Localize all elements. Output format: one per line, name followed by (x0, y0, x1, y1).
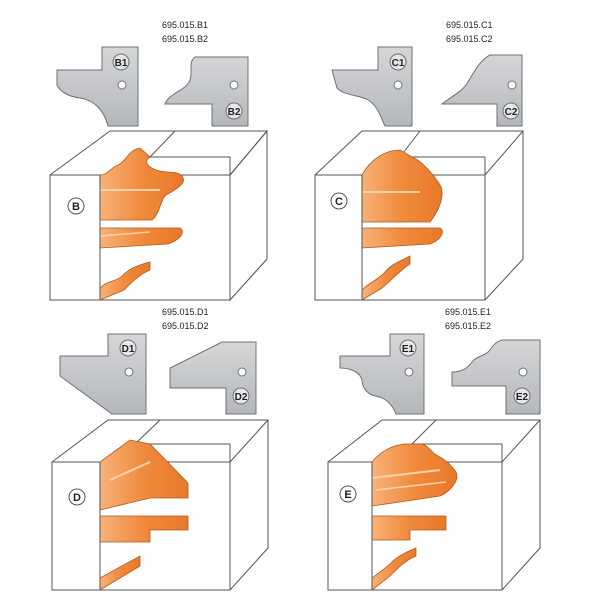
code-e1: 695.015.E1 (445, 307, 491, 317)
panel-e: 695.015.E1 695.015.E2 E1 E2 (327, 307, 541, 591)
badge-e2-label: E2 (516, 392, 529, 403)
mount-hole-icon (507, 80, 517, 90)
badge-b2 (225, 102, 243, 120)
cut-profile-upper (361, 149, 443, 223)
block-d: D (51, 419, 269, 591)
cut-profile-middle (361, 227, 443, 249)
knife-c2-shape (440, 54, 523, 127)
badge-c1 (389, 53, 407, 71)
cut-profile-lower (361, 255, 411, 301)
knife-d1: D1 (59, 333, 147, 415)
code-b1: 695.015.B1 (162, 20, 208, 30)
code-d1: 695.015.D1 (162, 307, 209, 317)
panel-d: 695.015.D1 695.015.D2 D1 D2 (51, 307, 269, 591)
badge-e2 (513, 387, 531, 405)
mount-hole-icon (229, 80, 239, 90)
mount-hole-icon (117, 80, 127, 90)
code-b2: 695.015.B2 (162, 34, 208, 44)
badge-d1-label: D1 (122, 344, 135, 355)
knife-e2: E2 (451, 339, 541, 415)
code-c2: 695.015.C2 (446, 34, 493, 44)
knife-d2: D2 (169, 341, 257, 415)
block-c: C (314, 130, 524, 301)
badge-b1-label: B1 (115, 58, 128, 69)
code-e2: 695.015.E2 (445, 321, 491, 331)
badge-e1 (399, 339, 417, 357)
badge-b2-label: B2 (228, 107, 241, 118)
profile-letter-c: C (335, 196, 343, 208)
profile-letter-d: D (73, 492, 81, 504)
profile-letter-badge-c (330, 192, 348, 210)
block-b: B (49, 129, 268, 302)
badge-d2 (232, 387, 250, 405)
knife-b2: B2 (164, 56, 249, 127)
cut-profile-lower (371, 547, 417, 591)
knife-c2: C2 (440, 54, 523, 127)
profile-letter-badge-e (339, 485, 357, 503)
badge-d2-label: D2 (235, 392, 248, 403)
badge-d1 (119, 339, 137, 357)
panel-b: 695.015.B1 695.015.B2 B1 B2 (49, 20, 268, 302)
cut-profile-middle (99, 227, 183, 249)
cut-profile-upper (99, 147, 184, 221)
profile-letter-e: E (344, 489, 351, 501)
profile-letter-badge-d (68, 488, 86, 506)
mount-hole-icon (237, 367, 247, 377)
badge-b1 (112, 53, 130, 71)
profile-letter-b: B (72, 201, 80, 213)
mount-hole-icon (393, 80, 403, 90)
cut-profile-upper (99, 439, 189, 511)
mount-hole-icon (518, 367, 528, 377)
badge-c1-label: C1 (392, 58, 405, 69)
mount-hole-icon (124, 367, 134, 377)
cut-profile-upper (371, 443, 458, 507)
block-e: E (327, 419, 541, 591)
mount-hole-icon (404, 367, 414, 377)
code-d2: 695.015.D2 (162, 321, 209, 331)
knife-e1: E1 (339, 333, 425, 415)
code-c1: 695.015.C1 (446, 20, 493, 30)
badge-c2-label: C2 (505, 107, 518, 118)
cut-profile-lower (99, 261, 151, 301)
badge-c2 (502, 102, 520, 120)
knife-c1: C1 (331, 46, 413, 127)
knife-b1: B1 (56, 46, 139, 127)
badge-e1-label: E1 (402, 344, 415, 355)
profile-letter-badge-b (67, 197, 85, 215)
panel-c: 695.015.C1 695.015.C2 C1 C2 (314, 20, 524, 301)
